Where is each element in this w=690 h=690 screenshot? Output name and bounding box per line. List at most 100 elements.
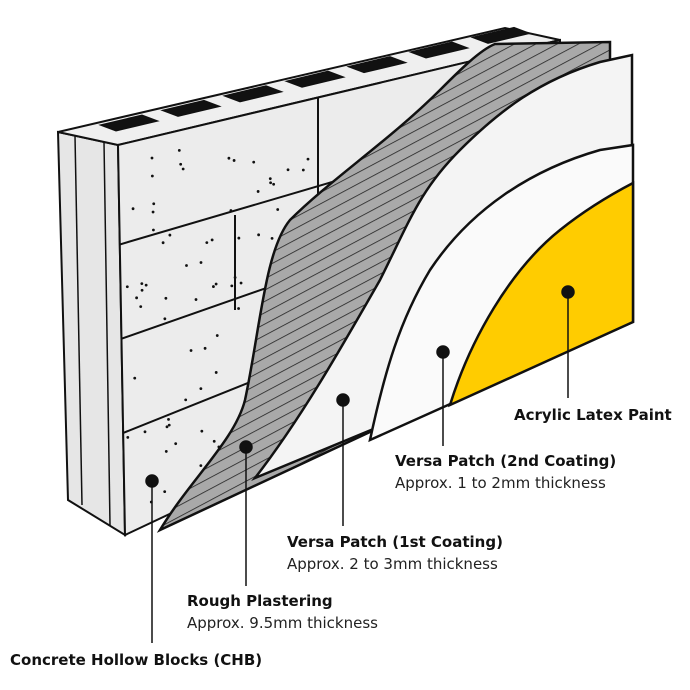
speckle bbox=[163, 490, 167, 494]
speckle bbox=[140, 288, 144, 292]
speckle bbox=[133, 376, 137, 380]
leader-lines bbox=[145, 285, 575, 643]
label-versa-patch-2nd: Versa Patch (2nd Coating) bbox=[395, 452, 617, 470]
speckle bbox=[371, 445, 375, 449]
speckle bbox=[199, 464, 203, 468]
speckle bbox=[167, 423, 171, 427]
speckle bbox=[237, 307, 240, 310]
speckle bbox=[200, 429, 204, 433]
speckle bbox=[152, 202, 156, 206]
speckle bbox=[230, 284, 234, 288]
label-versa-patch-2nd-thickness: Approx. 1 to 2mm thickness bbox=[395, 474, 606, 492]
speckle bbox=[131, 207, 135, 211]
speckle bbox=[274, 480, 277, 483]
block-hollow bbox=[470, 26, 532, 44]
label-acrylic-latex-paint: Acrylic Latex Paint bbox=[514, 406, 672, 424]
speckle bbox=[248, 499, 252, 502]
speckle bbox=[203, 346, 207, 350]
speckle bbox=[164, 450, 168, 453]
speckle bbox=[286, 168, 290, 172]
speckle bbox=[163, 317, 167, 321]
speckle bbox=[153, 525, 156, 528]
speckle bbox=[125, 285, 129, 289]
speckle bbox=[212, 439, 216, 443]
speckle bbox=[164, 296, 168, 300]
speckle bbox=[168, 233, 172, 237]
speckle bbox=[237, 236, 241, 240]
speckle bbox=[194, 298, 198, 301]
speckle bbox=[406, 516, 410, 520]
speckle bbox=[165, 425, 169, 429]
speckle bbox=[233, 276, 237, 279]
speckle bbox=[227, 156, 231, 160]
speckle bbox=[199, 261, 203, 264]
block-hollows bbox=[98, 26, 532, 132]
speckle bbox=[140, 282, 144, 286]
speckle bbox=[177, 148, 181, 152]
speckle bbox=[372, 499, 376, 503]
speckle bbox=[152, 228, 155, 232]
speckle bbox=[396, 431, 400, 434]
speckle bbox=[189, 349, 193, 352]
label-versa-patch-1st: Versa Patch (1st Coating) bbox=[287, 533, 503, 551]
speckle bbox=[210, 238, 214, 242]
speckle bbox=[215, 334, 219, 337]
label-versa-patch-1st-thickness: Approx. 2 to 3mm thickness bbox=[287, 555, 498, 573]
speckle bbox=[232, 159, 236, 162]
speckle bbox=[135, 296, 139, 300]
speckle bbox=[185, 264, 188, 267]
block-hollow bbox=[222, 85, 284, 103]
block-hollow bbox=[284, 70, 346, 88]
speckle bbox=[161, 241, 165, 245]
speckle bbox=[269, 181, 273, 185]
block-end-face bbox=[56, 130, 127, 537]
speckle bbox=[211, 512, 215, 515]
speckle bbox=[277, 524, 281, 528]
speckle bbox=[150, 174, 154, 178]
label-rough-plastering: Rough Plastering bbox=[187, 592, 333, 610]
speckle bbox=[414, 422, 418, 426]
speckle bbox=[239, 281, 243, 285]
speckle bbox=[174, 442, 178, 446]
speckle bbox=[301, 168, 305, 172]
block-hollow bbox=[346, 56, 408, 74]
speckle bbox=[151, 210, 155, 214]
speckle bbox=[143, 430, 147, 434]
speckle bbox=[214, 371, 218, 374]
speckle bbox=[235, 502, 238, 505]
speckle bbox=[301, 492, 305, 496]
speckle bbox=[205, 241, 209, 245]
speckle bbox=[256, 190, 260, 193]
speckle bbox=[144, 283, 148, 287]
speckle bbox=[184, 398, 188, 402]
speckle bbox=[150, 156, 154, 160]
speckle bbox=[167, 417, 170, 421]
block-hollow bbox=[408, 41, 470, 59]
speckle bbox=[274, 516, 278, 519]
speckle bbox=[229, 209, 233, 212]
speckle bbox=[238, 520, 241, 523]
speckle bbox=[383, 496, 387, 500]
block-hollow bbox=[160, 99, 222, 117]
speckle bbox=[333, 463, 337, 467]
speckle bbox=[306, 157, 310, 161]
speckle bbox=[214, 282, 218, 286]
versa-patch-2nd-layer bbox=[368, 143, 635, 443]
speckle bbox=[272, 182, 276, 186]
label-concrete-hollow-blocks: Concrete Hollow Blocks (CHB) bbox=[10, 651, 263, 669]
speckle bbox=[303, 524, 307, 528]
block-hollow bbox=[98, 114, 160, 132]
speckle bbox=[126, 435, 130, 439]
speckle bbox=[249, 508, 253, 511]
speckle bbox=[416, 508, 420, 512]
speckle bbox=[268, 177, 272, 181]
speckle bbox=[212, 285, 215, 288]
speckle bbox=[270, 236, 274, 240]
speckle bbox=[257, 233, 261, 237]
speckle bbox=[252, 160, 256, 164]
speckle bbox=[199, 387, 203, 391]
speckle bbox=[276, 208, 280, 211]
speckle bbox=[317, 515, 321, 519]
